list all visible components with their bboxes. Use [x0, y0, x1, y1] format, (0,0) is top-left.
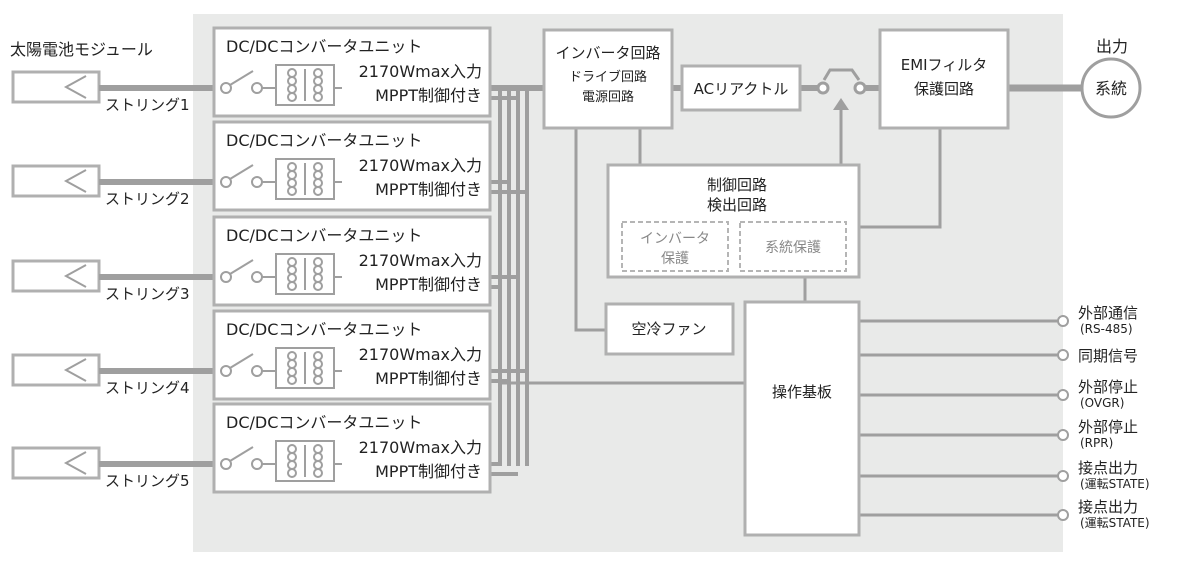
transformer-icon [275, 440, 342, 482]
converter-mppt: MPPT制御付き [375, 462, 482, 481]
port-label: 接点出力 [1078, 459, 1138, 477]
switch-icon [220, 353, 276, 377]
port-terminal-icon [1057, 315, 1069, 327]
converter-mppt: MPPT制御付き [375, 86, 482, 105]
port-sublabel: (運転STATE) [1080, 516, 1150, 530]
emi-filter-block: EMIフィルタ 保護回路 [878, 28, 1010, 130]
transformer-icon [275, 158, 342, 200]
converter-title: DC/DCコンバータユニット [226, 226, 422, 245]
port-label: 接点出力 [1078, 498, 1138, 516]
string-label: ストリング4 [105, 379, 190, 397]
solar-panel-icon [11, 446, 101, 480]
port-sublabel: (RS-485) [1080, 322, 1133, 336]
operation-board-label: 操作基板 [772, 383, 832, 401]
converter-rating: 2170Wmax入力 [359, 62, 482, 81]
dcdc-converter-unit: DC/DCコンバータユニット 2170Wmax入力 MPPT制御付き [212, 26, 492, 118]
port-label: 外部停止 [1078, 378, 1138, 396]
port-sublabel: (RPR) [1080, 436, 1113, 450]
port-sublabel: (運転STATE) [1080, 477, 1150, 491]
converter-rating: 2170Wmax入力 [359, 251, 482, 270]
dcdc-converter-unit: DC/DCコンバータユニット 2170Wmax入力 MPPT制御付き [212, 309, 492, 401]
converter-title: DC/DCコンバータユニット [226, 320, 422, 339]
output-label: 出力 [1096, 37, 1128, 56]
ac-reactor-block: ACリアクトル [680, 64, 802, 112]
converter-mppt: MPPT制御付き [375, 275, 482, 294]
transformer-icon [275, 64, 342, 106]
port-label: 外部停止 [1078, 418, 1138, 436]
ac-reactor-label: ACリアクトル [694, 80, 789, 98]
solar-panel-icon [11, 70, 101, 104]
port-sublabel: (OVGR) [1080, 396, 1124, 410]
switch-icon [220, 70, 276, 94]
dcdc-converter-unit: DC/DCコンバータユニット 2170Wmax入力 MPPT制御付き [212, 120, 492, 212]
port-terminal-icon [1057, 389, 1069, 401]
external-port: 外部停止(RPR) [1057, 418, 1138, 450]
external-port: 接点出力(運転STATE) [1057, 498, 1150, 530]
port-terminal-icon [1057, 509, 1069, 521]
external-ports-layer: 外部通信(RS-485)同期信号外部停止(OVGR)外部停止(RPR)接点出力(… [1057, 304, 1150, 530]
solar-module-label: 太陽電池モジュール [10, 40, 153, 59]
emi-protection-label: 保護回路 [914, 80, 974, 98]
dcdc-converter-unit: DC/DCコンバータユニット 2170Wmax入力 MPPT制御付き [212, 402, 492, 494]
port-terminal-icon [1057, 429, 1069, 441]
converters-layer: DC/DCコンバータユニット2170Wmax入力MPPT制御付きDC/DCコンバ… [212, 26, 492, 494]
grid-node: 系統 [1080, 57, 1142, 119]
converter-title: DC/DCコンバータユニット [226, 131, 422, 150]
inverter-protection-line2: 保護 [661, 251, 689, 267]
operation-board-block: 操作基板 [743, 300, 861, 537]
control-block: 制御回路 検出回路 インバータ 保護 系統保護 [606, 163, 861, 279]
switch-icon [220, 446, 276, 470]
external-port: 同期信号 [1057, 347, 1138, 365]
inverter-title: インバータ回路 [555, 44, 660, 62]
external-port: 外部停止(OVGR) [1057, 378, 1138, 410]
converter-title: DC/DCコンバータユニット [226, 37, 422, 56]
converter-rating: 2170Wmax入力 [359, 438, 482, 457]
converter-mppt: MPPT制御付き [375, 180, 482, 199]
converter-mppt: MPPT制御付き [375, 369, 482, 388]
switch-icon [220, 164, 276, 188]
string-label: ストリング2 [105, 190, 190, 208]
solar-panel-icon [11, 353, 101, 387]
inverter-block: インバータ回路 ドライブ回路 電源回路 [542, 28, 674, 130]
inverter-power: 電源回路 [582, 89, 634, 105]
solar-panel-icon [11, 259, 101, 293]
cooling-fan-block: 空冷ファン [604, 302, 735, 356]
grid-label: 系統 [1095, 79, 1127, 98]
port-terminal-icon [1057, 349, 1069, 361]
strings-layer: ストリング1 ストリング2 ストリング3 ストリング4 ストリング5 [11, 70, 527, 490]
detection-title: 検出回路 [707, 196, 767, 214]
transformer-icon [275, 347, 342, 389]
emi-filter-title: EMIフィルタ [901, 56, 988, 74]
solar-panel-icon [11, 164, 101, 198]
external-port: 接点出力(運転STATE) [1057, 459, 1150, 491]
string-label: ストリング5 [105, 472, 190, 490]
converter-title: DC/DCコンバータユニット [226, 413, 422, 432]
external-port: 外部通信(RS-485) [1057, 304, 1138, 336]
port-label: 外部通信 [1078, 304, 1138, 322]
inverter-drive: ドライブ回路 [569, 69, 647, 85]
cooling-fan-label: 空冷ファン [631, 320, 706, 338]
inverter-protection-box [621, 221, 729, 272]
converter-rating: 2170Wmax入力 [359, 345, 482, 364]
grid-protection-label: 系統保護 [765, 240, 821, 256]
string-label: ストリング3 [105, 285, 190, 303]
transformer-icon [275, 253, 342, 295]
switch-icon [220, 259, 276, 283]
port-terminal-icon [1057, 470, 1069, 482]
string-label: ストリング1 [105, 96, 190, 114]
dcdc-converter-unit: DC/DCコンバータユニット 2170Wmax入力 MPPT制御付き [212, 215, 492, 307]
grid-protection-box [739, 221, 847, 272]
control-title: 制御回路 [707, 176, 767, 194]
port-label: 同期信号 [1078, 347, 1138, 365]
grid-relay-switch [816, 68, 867, 165]
inverter-protection-line1: インバータ [640, 231, 710, 247]
converter-rating: 2170Wmax入力 [359, 156, 482, 175]
